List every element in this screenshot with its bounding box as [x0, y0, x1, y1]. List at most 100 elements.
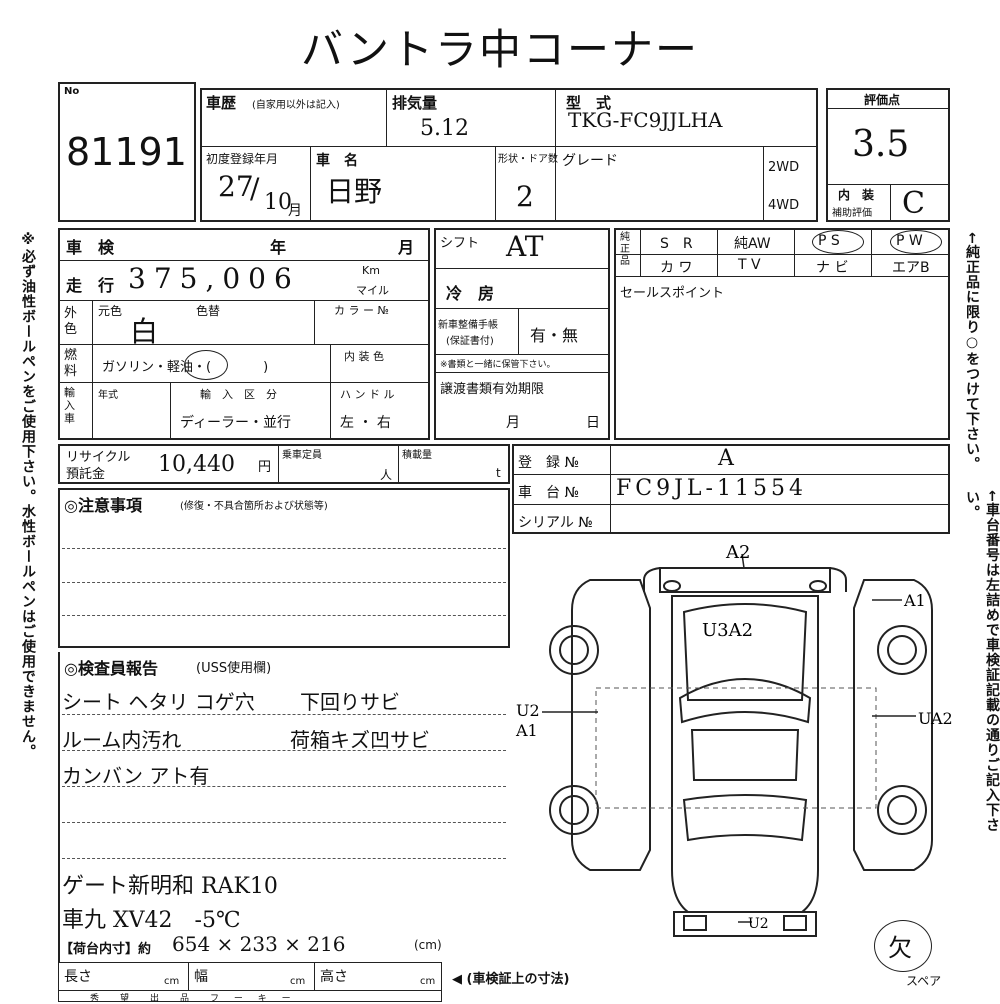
color-number-label: カ ラ ー № [334, 304, 389, 317]
notes-sub: (修復・不具合箇所および状態等) [180, 501, 328, 512]
manual-label: 新車整備手帳 [438, 320, 498, 331]
ac-label: 冷 房 [446, 284, 495, 303]
grade-label: グレード [562, 153, 618, 169]
report-line-1: シート ヘタリ コゲ穴 [62, 690, 255, 714]
report-block [58, 652, 512, 962]
cargo-unit: (cm) [414, 938, 442, 952]
import-label: 輸入車 [64, 386, 75, 425]
vehicle-spec-block [58, 228, 430, 440]
genuine-aw: 純AW [734, 236, 771, 252]
side-note-left: ※必ず油性ボールペンをご使用下さい。水性ボールペンはご使用できません。 [20, 232, 36, 759]
first-reg-unit: 月 [288, 203, 302, 219]
cargo-label: 【荷台内寸】約 [60, 942, 152, 957]
report-line-7: 車九 XV42 -5℃ [62, 908, 241, 933]
genuine-sales-block [614, 228, 950, 440]
recycle-value: 10,440 [158, 452, 235, 477]
diagram-label-a1-right: A1 [903, 591, 926, 610]
score-label: 評価点 [864, 93, 901, 107]
registration-label: 登 録 № [518, 455, 580, 471]
cert-note: ◀ (車検証上の寸法) [452, 972, 570, 987]
shift-block [434, 228, 610, 440]
sales-point-label: セールスポイント [620, 286, 725, 301]
mileage-unit-mile: マイル [356, 284, 389, 297]
handle-label: ハ ン ド ル [340, 388, 395, 401]
chassis-label: 車 台 № [518, 485, 580, 501]
mileage-unit-km: Km [362, 264, 380, 277]
transfer-label: 譲渡書類有効期限 [440, 382, 545, 397]
mileage-value: 375,006 [128, 262, 300, 295]
diagram-label-a1-left: A1 [515, 721, 538, 740]
report-line-3: ルーム内汚れ [62, 728, 182, 752]
transfer-month: 月 [506, 415, 520, 431]
car-name-value: 日野 [326, 175, 383, 208]
first-reg-sep: / [250, 172, 260, 205]
displacement-label: 排気量 [392, 94, 438, 112]
dims-width-label: 幅 [194, 969, 208, 985]
genuine-kawa: カ ワ [660, 260, 693, 276]
shift-label: シフト [440, 236, 480, 251]
top-info-block [200, 88, 818, 222]
fuel-diesel-circle [184, 350, 228, 380]
manual-note: ※書類と一緒に保管下さい。 [440, 360, 556, 370]
genuine-tv: T V [738, 257, 761, 273]
handle-value: 左 ・ 右 [340, 415, 391, 431]
cargo-value: 654 × 233 × 216 [172, 932, 346, 956]
import-year-label: 年式 [98, 390, 118, 401]
transfer-day: 日 [586, 415, 600, 431]
report-line-6: ゲート新明和 RAK10 [62, 874, 278, 899]
interior-score-label1: 内 装 [838, 188, 875, 202]
recycle-unit: 円 [258, 460, 272, 475]
notes-block [58, 488, 510, 648]
mileage-label: 走 行 [66, 276, 115, 295]
diagram-label-a2: A2 [725, 542, 750, 563]
side-note-right-top: ←純正品に限り○をつけて下さい。 [964, 232, 980, 472]
import-category-label: 輸 入 区 分 [200, 388, 277, 401]
color-value: 白 [130, 315, 159, 348]
doors-label: 形状・ドア数 [498, 154, 558, 165]
model-label: 型 式 [566, 94, 612, 112]
interior-score-label2: 補助評価 [832, 208, 872, 219]
registration-value: A [718, 446, 734, 471]
first-reg-month: 10 [264, 190, 292, 215]
color-label: 外色 [64, 306, 78, 337]
serial-label: シリアル № [518, 515, 593, 531]
first-reg-year: 27 [218, 170, 254, 203]
truck-diagram: A2 U3A2 A1 U2 A1 UA2 U2 [515, 542, 953, 937]
report-line-2: 下回りサビ [300, 690, 400, 714]
diagram-label-u2-rear: U2 [748, 916, 769, 932]
color-change-label: 色替 [196, 304, 221, 318]
dims-height-label: 高さ [320, 969, 348, 985]
inspection-label: 車 検 [66, 238, 115, 257]
history-label: 車歴 [206, 94, 237, 112]
dims-length-unit: cm [164, 976, 180, 987]
spare-tire-icon [874, 920, 932, 972]
first-reg-label: 初度登録年月 [206, 152, 279, 166]
diagram-label-u3a2: U3A2 [702, 620, 753, 641]
no-box [58, 82, 196, 222]
doors-value: 2 [516, 180, 534, 213]
side-note-right-bottom: ←車台番号は左詰めで車検証記載の通りご記入下さい。 [964, 490, 1000, 833]
registration-block [512, 444, 950, 534]
genuine-airbag: エアB [892, 260, 930, 276]
manual-label2: (保証書付) [446, 336, 494, 347]
genuine-label: 純正品 [620, 232, 630, 267]
report-sub: (USS使用欄) [196, 661, 272, 676]
diagram-label-u2-left: U2 [516, 701, 540, 720]
inspection-year-unit: 年 [270, 238, 287, 257]
dims-length-label: 長さ [64, 969, 92, 985]
genuine-ps-circle [812, 230, 864, 254]
shift-value: AT [506, 230, 544, 263]
import-category-value: ディーラー・並行 [180, 415, 292, 431]
lot-number: 81191 [66, 130, 187, 174]
load-unit: t [496, 466, 501, 480]
report-line-5: カンバン アト有 [62, 764, 210, 788]
fuel-label: 燃料 [64, 348, 78, 379]
chassis-value: FC9JL-11554 [616, 476, 807, 501]
genuine-sr: S R [660, 236, 693, 252]
interior-color-label: 内 装 色 [344, 350, 384, 363]
recycle-label2: 預託金 [66, 467, 106, 482]
dims-width-unit: cm [290, 976, 306, 987]
report-line-4: 荷箱キズ凹サビ [290, 728, 430, 752]
page-title: バントラ中コーナー [300, 25, 700, 74]
history-note: (自家用以外は記入) [252, 100, 340, 111]
